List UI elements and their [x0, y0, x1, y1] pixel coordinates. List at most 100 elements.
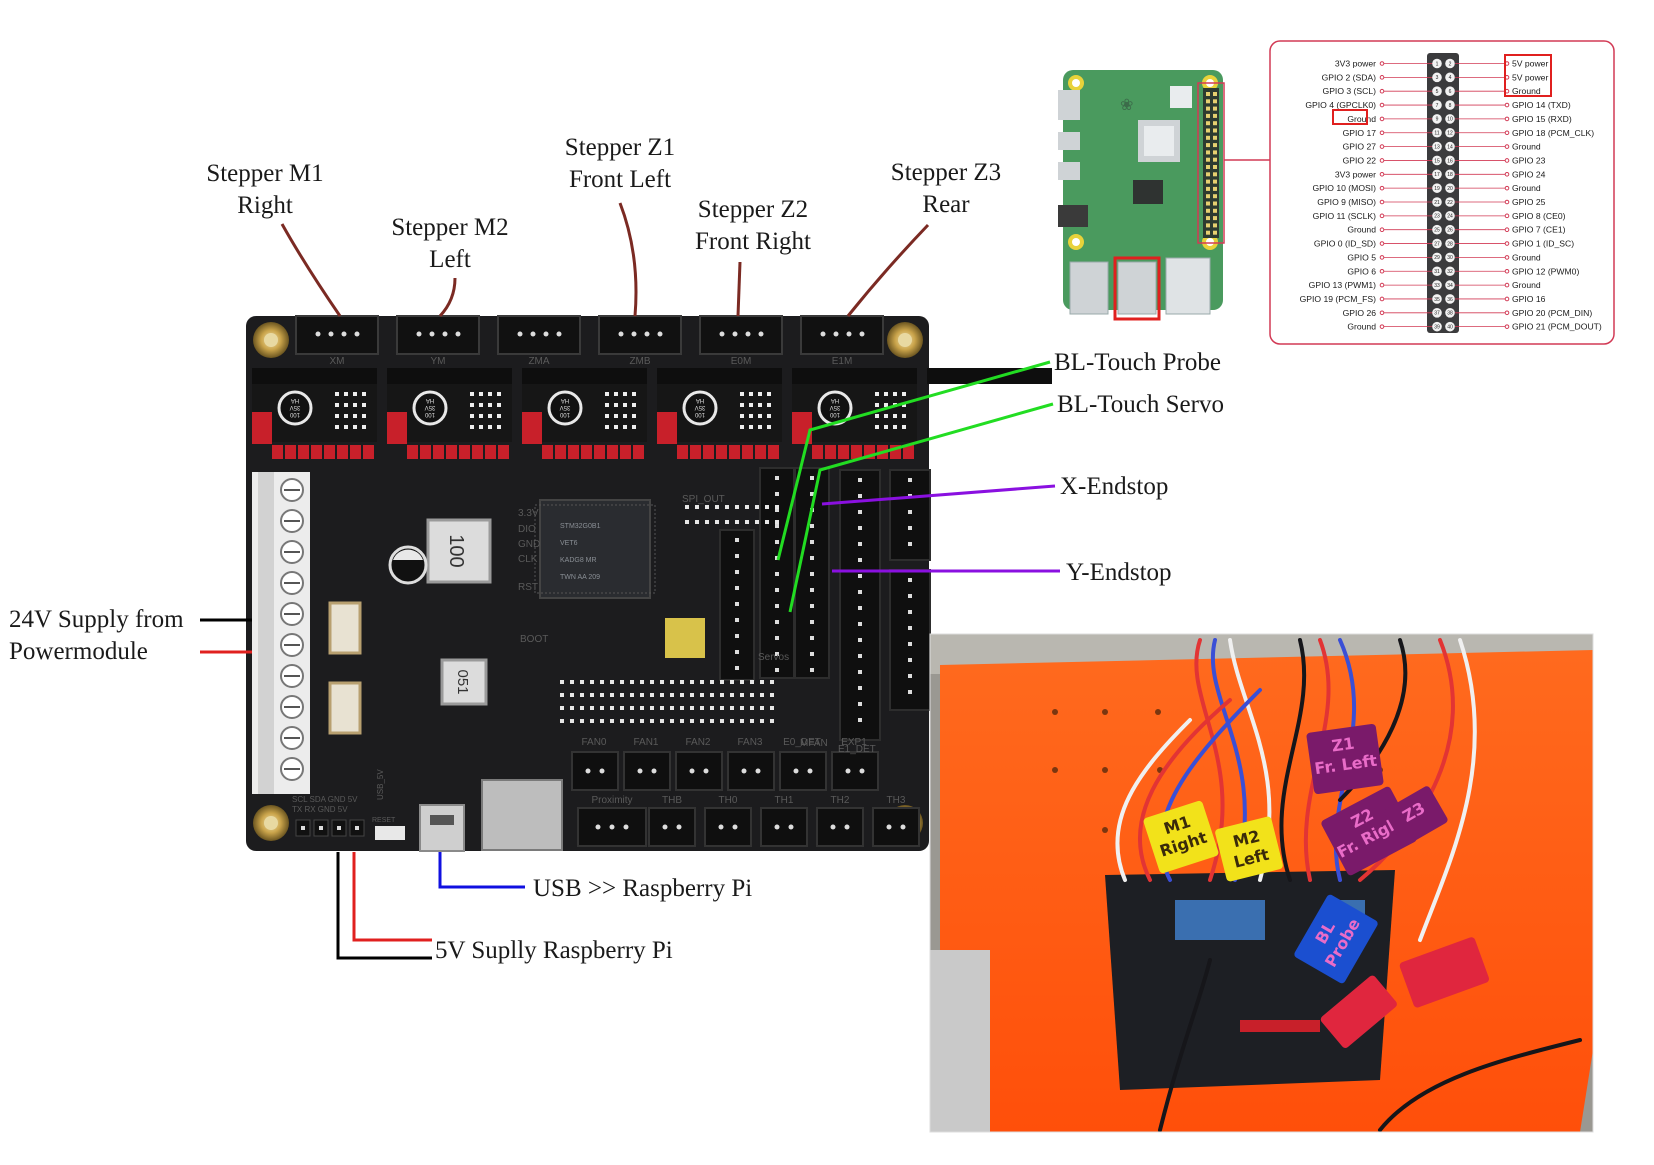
svg-text:16: 16 — [1447, 158, 1453, 164]
svg-text:HA: HA — [831, 397, 839, 403]
motor-connector-xm: XM — [295, 315, 379, 367]
svg-text:35V: 35V — [425, 404, 436, 410]
fan-connector — [779, 751, 827, 791]
svg-text:34: 34 — [1447, 283, 1453, 289]
thermistor-connector — [760, 807, 808, 847]
label-bl-probe: BL-Touch Probe — [1054, 349, 1221, 376]
leader-bl-probe — [776, 360, 1051, 561]
svg-text:19: 19 — [1434, 186, 1440, 192]
gpio-right-label: Ground — [1512, 86, 1541, 96]
silk-uart: TX RX GND 5V — [292, 805, 348, 814]
gpio-right-label: GPIO 12 (PWM0) — [1512, 266, 1579, 276]
silk-spi-out: SPI_OUT — [682, 494, 725, 505]
svg-text:22: 22 — [1447, 200, 1453, 206]
label-z2-line1: Stepper Z2 — [698, 196, 808, 223]
thermistor-connector — [816, 807, 864, 847]
svg-text:100: 100 — [424, 411, 435, 417]
thermistor-connector — [704, 807, 752, 847]
gpio-left-label: GPIO 5 — [1347, 252, 1376, 262]
leader-z3 — [846, 223, 930, 317]
svg-text:6: 6 — [1449, 89, 1452, 95]
gpio-right-label: GPIO 25 — [1512, 197, 1546, 207]
silk-servos: Servos — [758, 652, 789, 663]
gpio-left-label: GPIO 4 (GPCLK0) — [1305, 100, 1376, 110]
label-y-endstop: Y-Endstop — [1066, 559, 1172, 586]
gpio-left-label: Ground — [1347, 114, 1376, 124]
silk-th-label: TH2 — [831, 795, 850, 806]
label-24v-line2: Powermodule — [9, 638, 148, 665]
label-m1-line2: Right — [237, 192, 293, 219]
svg-text:35V: 35V — [290, 404, 301, 410]
gpio-right-label: Ground — [1512, 280, 1541, 290]
silk-3v3: 3.3V — [518, 508, 539, 519]
silk-th-label: TH3 — [887, 795, 906, 806]
pi-ethernet — [1165, 257, 1211, 315]
wire-usb — [438, 852, 525, 889]
bottom-wires — [336, 852, 525, 960]
capacitor — [547, 390, 583, 426]
gpio-right-label: 5V power — [1512, 72, 1548, 82]
label-z1-line2: Front Left — [569, 166, 671, 193]
silk-slot-label: YM — [431, 356, 446, 367]
svg-text:37: 37 — [1434, 311, 1440, 317]
gpio-left-label: GPIO 10 (MOSI) — [1312, 183, 1376, 193]
gpio-left-label: GPIO 19 (PCM_FS) — [1300, 294, 1377, 304]
svg-text:20: 20 — [1447, 186, 1453, 192]
endstop-leaders — [821, 484, 1060, 573]
label-5v: 5V Suplly Raspberry Pi — [435, 937, 673, 964]
svg-text:2: 2 — [1449, 61, 1452, 67]
fan-connector — [571, 751, 619, 791]
capacitor — [277, 390, 313, 426]
silk-fan-label: EXP1 — [841, 737, 867, 748]
svg-text:100: 100 — [289, 411, 300, 417]
mcu-label-3: TWN AA 209 — [560, 574, 600, 581]
gpio-right-label: GPIO 15 (RXD) — [1512, 114, 1572, 124]
svg-text:Z1: Z1 — [1330, 734, 1355, 756]
svg-text:35: 35 — [1434, 297, 1440, 303]
motor-connector-e0m: E0M — [699, 315, 783, 367]
label-m1-line1: Stepper M1 — [206, 160, 323, 187]
silk-th-label: TH1 — [775, 795, 794, 806]
silk-gnd: GND — [518, 539, 540, 550]
svg-text:HA: HA — [696, 397, 704, 403]
svg-text:32: 32 — [1447, 269, 1453, 275]
gpio-right-label: GPIO 14 (TXD) — [1512, 100, 1571, 110]
inductors: 100 051 — [388, 518, 492, 706]
mcu-chip: STM32G0B1 VET6 KADG8 MR TWN AA 209 — [534, 499, 656, 599]
svg-text:29: 29 — [1434, 255, 1440, 261]
gpio-left-label: 3V3 power — [1335, 169, 1376, 179]
gpio-left-label: GPIO 2 (SDA) — [1322, 72, 1377, 82]
mcu-label-1: VET6 — [560, 540, 578, 547]
label-z2-line2: Front Right — [695, 228, 811, 255]
gpio-right-label: GPIO 20 (PCM_DIN) — [1512, 308, 1592, 318]
gpio-left-label: GPIO 9 (MISO) — [1317, 197, 1376, 207]
silk-reset: RESET — [372, 817, 396, 824]
label-usb: USB >> Raspberry Pi — [533, 875, 752, 902]
gpio-right-label: GPIO 24 — [1512, 169, 1546, 179]
silk-slot-label: ZMA — [528, 356, 549, 367]
pi-audio-jack — [1058, 205, 1088, 227]
highlight-ground-pin9 — [1332, 109, 1368, 125]
svg-text:HA: HA — [561, 397, 569, 403]
svg-text:HA: HA — [291, 397, 299, 403]
psu-housing — [930, 950, 990, 1132]
mcu-label-2: KADG8 MR — [560, 557, 597, 564]
gpio-right-label: GPIO 16 — [1512, 294, 1546, 304]
silk-fan-label: FAN0 — [581, 737, 606, 748]
thermistor-connector — [648, 807, 696, 847]
reset-button — [375, 826, 405, 840]
